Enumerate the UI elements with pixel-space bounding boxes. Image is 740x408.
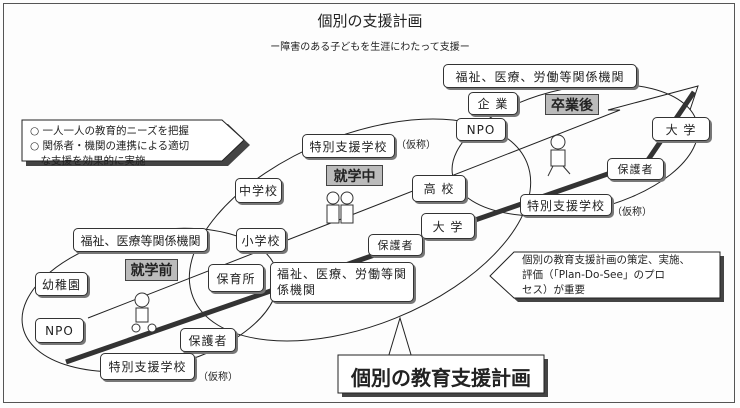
- during-stage-label: 就学中: [326, 165, 383, 186]
- post-company-box: 企 業: [468, 92, 518, 115]
- during-junior-high-box: 中学校: [235, 178, 282, 203]
- lifelong-arrow-line: [65, 157, 649, 365]
- during-high-school-box: 高 校: [412, 175, 466, 202]
- adult-figure-icon: [547, 134, 571, 177]
- pre-welfare-box: 福祉、医療等関係機関: [73, 228, 208, 252]
- post-special-school-box: 特別支援学校: [520, 194, 612, 216]
- right-callout-line: セス）が重要: [522, 284, 585, 296]
- right-callout-line: 個別の教育支援計画の策定、実施、: [522, 254, 690, 266]
- right-callout-shape: [489, 251, 721, 299]
- bottom-label-box: [337, 354, 545, 394]
- post-guardian-box: 保護者: [607, 158, 664, 180]
- pre-provisional-note: （仮称）: [198, 372, 238, 383]
- during-welfare-box: 福祉、医療、労働等関 係機関: [270, 262, 414, 302]
- right-callout-text: 個別の教育支援計画の策定、実施、 評価（「Plan-Do-See」のプロ セス）…: [522, 253, 690, 298]
- post-stage-label: 卒業後: [545, 94, 599, 115]
- post-welfare-box: 福祉、医療、労働等関係機関: [443, 64, 637, 88]
- bottom-pointer: [387, 316, 413, 359]
- left-callout-line: な支援を効果的に実施: [30, 155, 146, 167]
- during-special-school-box: 特別支援学校: [302, 134, 395, 158]
- during-elementary-box: 小学校: [236, 228, 286, 252]
- during-provisional-note: （仮称）: [396, 140, 436, 151]
- child-figure-icon: [131, 292, 157, 333]
- pre-nursery-box: 保育所: [208, 264, 264, 292]
- post-university-box: 大 学: [652, 117, 710, 141]
- pre-kindergarten-box: 幼稚園: [35, 272, 88, 296]
- post-npo-box: NPO: [456, 118, 506, 141]
- left-callout-line: ○ 関係者・機関の連携による適切: [30, 140, 190, 152]
- students-figure-icon: [326, 191, 354, 224]
- left-callout-shape: [21, 119, 245, 162]
- page-title: 個別の支援計画: [317, 12, 423, 30]
- post-provisional-note: （仮称）: [612, 207, 652, 218]
- pre-guardian-box: 保護者: [180, 328, 236, 352]
- page-subtitle: ー障害のある子どもを生涯にわたって支援ー: [270, 42, 470, 53]
- pre-stage-label: 就学前: [125, 259, 178, 281]
- left-callout-text: ○ 一人一人の教育的ニーズを把握 ○ 関係者・機関の連携による適切 な支援を効果…: [30, 124, 189, 169]
- left-callout-line: ○ 一人一人の教育的ニーズを把握: [30, 125, 189, 137]
- pre-npo-box: NPO: [35, 318, 84, 343]
- during-guardian-box: 保護者: [368, 234, 423, 256]
- pre-special-school-box: 特別支援学校: [100, 353, 195, 380]
- during-university-box: 大 学: [421, 213, 475, 239]
- bottom-label: 個別の教育支援計画: [351, 366, 531, 390]
- during-welfare-line: 係機関: [277, 283, 317, 297]
- right-callout-line: 評価（「Plan-Do-See」のプロ: [522, 269, 665, 281]
- during-welfare-line: 福祉、医療、労働等関: [277, 267, 408, 281]
- frame: [3, 3, 735, 403]
